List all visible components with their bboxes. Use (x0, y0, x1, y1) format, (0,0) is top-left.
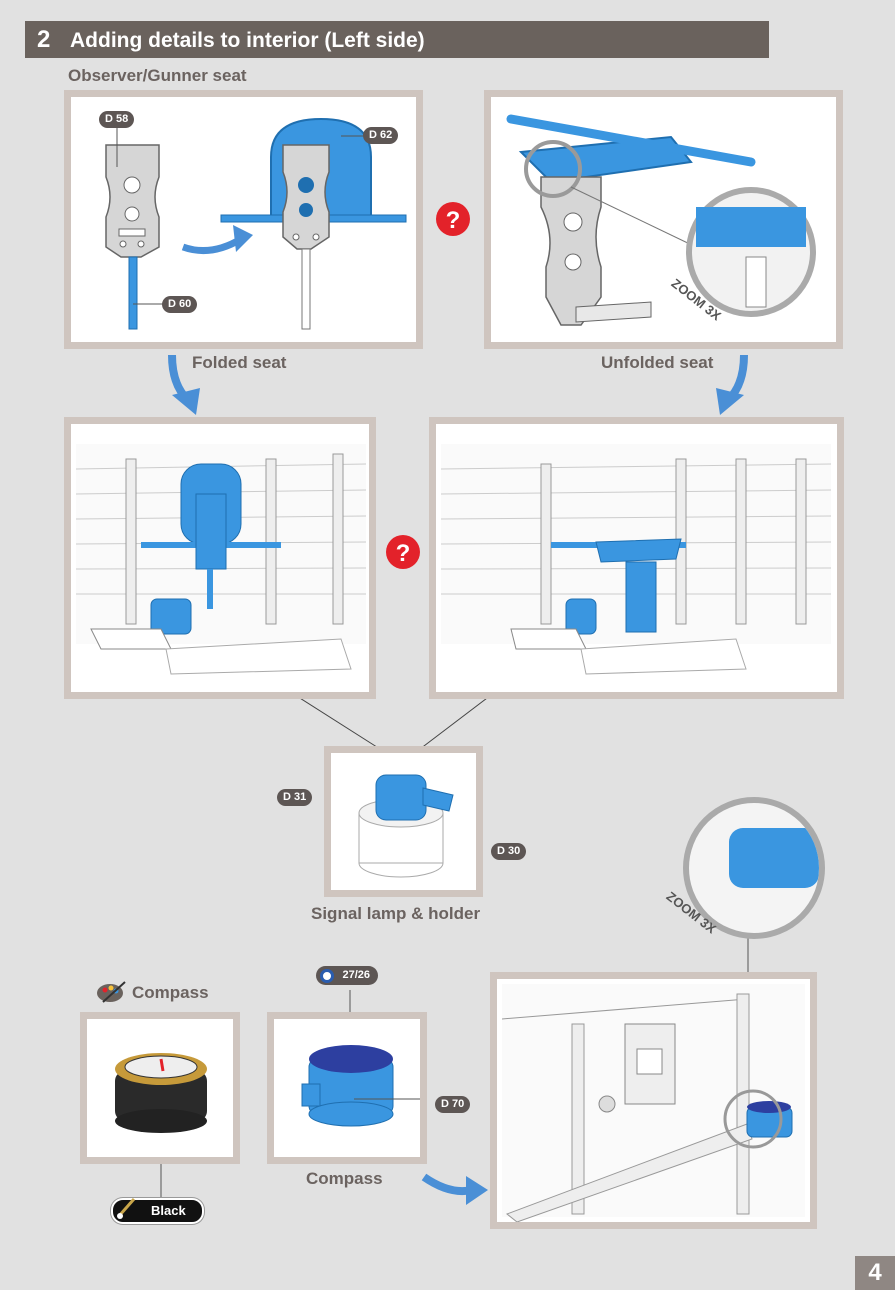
panel-compass-installed (490, 972, 817, 1229)
unfolded-seat-illustration (506, 114, 816, 326)
part-tag-d31: D 31 (277, 789, 313, 806)
compass-part-illustration (301, 1045, 420, 1127)
label-compass-part: Compass (306, 1169, 383, 1188)
part-tag-d60: D 60 (162, 296, 198, 313)
panel-compass-painted (80, 1012, 240, 1164)
page-number: 4 (855, 1256, 895, 1290)
sprue-number: 27/26 (342, 968, 370, 981)
sprue-icon (320, 968, 334, 983)
question-icon: ? (386, 535, 420, 569)
panel-signal-lamp (324, 746, 483, 897)
panel-folded-interior (64, 417, 376, 699)
part-tag-d70: D 70 (435, 1096, 471, 1113)
panel-unfolded-interior (429, 417, 844, 699)
arrow-down-right-icon (716, 354, 748, 415)
compass-painted-illustration (115, 1053, 207, 1133)
folded-interior-illustration (75, 444, 367, 675)
step-title: Adding details to interior (Left side) (70, 29, 425, 52)
part-tag-d62: D 62 (363, 127, 399, 144)
label-signal-lamp-holder: Signal lamp & holder (311, 904, 481, 923)
part-tag-d58: D 58 (99, 111, 135, 128)
part-tag-d30: D 30 (491, 843, 527, 860)
compass-installed-illustration (501, 984, 805, 1222)
panel-folded-parts: D 58 D 62 D 60 (64, 90, 423, 349)
paint-palette-icon (95, 978, 127, 1004)
label-compass-paint: Compass (132, 983, 209, 1002)
paint-badge-black: Black (111, 1198, 204, 1224)
panel-unfolded-parts: ZOOM 3X (484, 90, 843, 349)
question-icon: ? (436, 202, 470, 236)
zoom-detail-circle (683, 797, 825, 939)
paint-color-name: Black (151, 1203, 186, 1218)
svg-text:?: ? (446, 207, 461, 234)
sprue-tag: 27/26 (316, 966, 378, 985)
section-label-observer-seat: Observer/Gunner seat (68, 66, 247, 85)
folded-seat-parts-illustration (105, 117, 407, 330)
step-number: 2 (37, 26, 51, 53)
label-folded-seat: Folded seat (192, 353, 287, 372)
svg-text:?: ? (396, 540, 411, 567)
unfolded-interior-illustration (440, 444, 832, 675)
zoom-compass-detail (729, 828, 819, 888)
arrow-right-icon (421, 1173, 488, 1205)
signal-lamp-illustration (358, 774, 454, 878)
step-header: 2 Adding details to interior (Left side) (25, 21, 769, 58)
panel-compass-part (267, 1012, 427, 1164)
label-unfolded-seat: Unfolded seat (601, 353, 714, 372)
